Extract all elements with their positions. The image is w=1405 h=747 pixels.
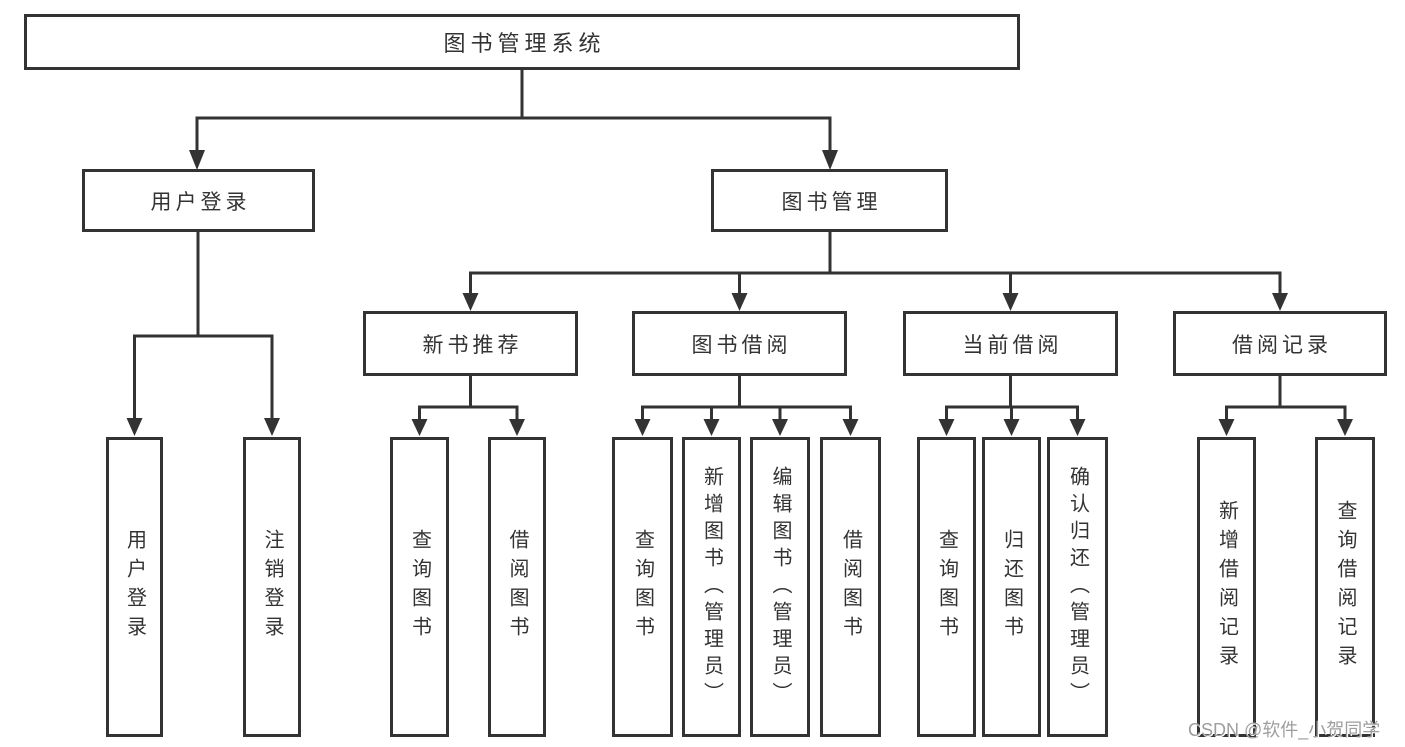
leaf-label: 新增借阅记录 <box>1215 500 1238 674</box>
leaf-return-books: 归还图书 <box>982 437 1041 737</box>
leaf-user-login: 用户登录 <box>106 437 163 737</box>
connector-newbook-to-leaves <box>411 376 525 436</box>
node-label: 图书管理 <box>781 190 882 214</box>
csdn-watermark: CSDN @软件_小贺同学 <box>1188 720 1381 740</box>
leaf-add-borrow-record: 新增借阅记录 <box>1197 437 1256 737</box>
leaf-label: 查询图书 <box>935 529 958 645</box>
node-user-login: 用户登录 <box>82 169 315 232</box>
node-new-book-recommendation: 新书推荐 <box>363 311 578 376</box>
leaf-label: 注销登录 <box>261 529 283 645</box>
leaf-query-borrow-record: 查询借阅记录 <box>1315 437 1375 737</box>
connector-borrow-to-leaves <box>634 376 859 436</box>
leaf-label: 编辑图书（管理员） <box>769 465 791 709</box>
connector-bookmgmt-to-level3 <box>462 232 1288 311</box>
node-book-management: 图书管理 <box>711 169 948 232</box>
node-book-borrowing: 图书借阅 <box>632 311 847 376</box>
leaf-label: 查询借阅记录 <box>1334 500 1356 674</box>
leaf-label: 确认归还（管理员） <box>1066 465 1089 709</box>
leaf-borrow-books-1: 借阅图书 <box>488 437 546 737</box>
leaf-add-books-admin: 新增图书（管理员） <box>682 437 741 737</box>
leaf-label: 查询图书 <box>631 529 654 645</box>
leaf-label: 借阅图书 <box>506 529 528 645</box>
connector-current-to-leaves <box>938 376 1086 436</box>
leaf-query-books-1: 查询图书 <box>390 437 449 737</box>
leaf-borrow-books-2: 借阅图书 <box>820 437 881 737</box>
node-label: 图书借阅 <box>691 333 792 357</box>
leaf-label: 用户登录 <box>123 529 146 645</box>
connector-userlogin-to-leaves <box>126 232 280 436</box>
leaf-label: 归还图书 <box>1000 529 1023 645</box>
node-label: 用户登录 <box>150 190 251 214</box>
node-label: 图书管理系统 <box>443 31 606 56</box>
leaf-query-books-3: 查询图书 <box>917 437 976 737</box>
node-label: 当前借阅 <box>962 333 1063 357</box>
leaf-logout: 注销登录 <box>243 437 301 737</box>
connector-records-to-leaves <box>1218 376 1353 436</box>
leaf-label: 查询图书 <box>408 529 431 645</box>
leaf-label: 借阅图书 <box>839 529 862 645</box>
leaf-confirm-return-admin: 确认归还（管理员） <box>1047 437 1108 737</box>
leaf-query-books-2: 查询图书 <box>612 437 673 737</box>
leaf-label: 新增图书（管理员） <box>700 465 723 709</box>
leaf-edit-books-admin: 编辑图书（管理员） <box>750 437 810 737</box>
connector-root-to-level2 <box>189 70 838 170</box>
node-current-borrowing: 当前借阅 <box>903 311 1118 376</box>
node-library-management-system: 图书管理系统 <box>24 14 1020 70</box>
node-label: 借阅记录 <box>1232 333 1332 357</box>
node-borrowing-records: 借阅记录 <box>1173 311 1387 376</box>
node-label: 新书推荐 <box>422 333 523 357</box>
